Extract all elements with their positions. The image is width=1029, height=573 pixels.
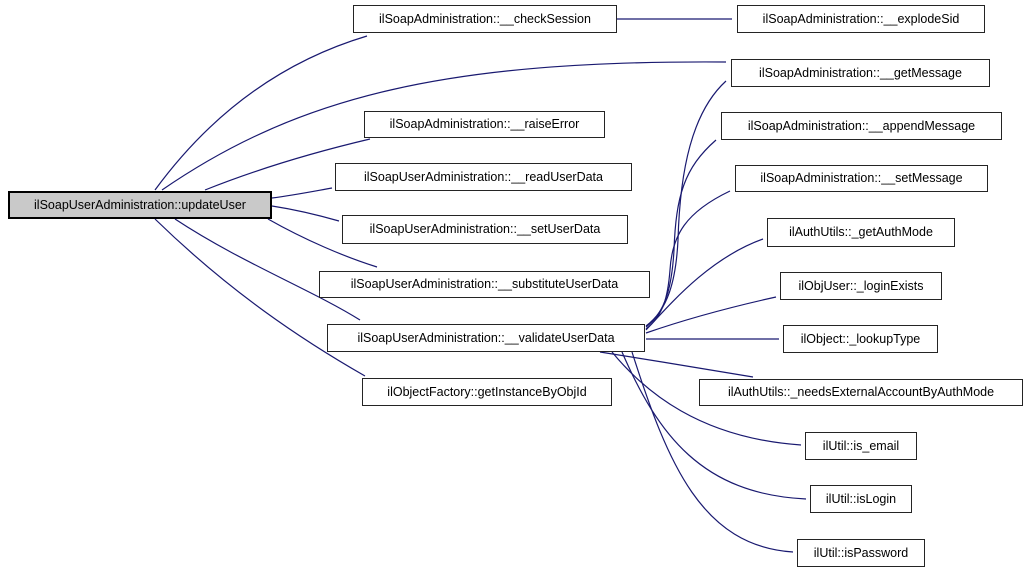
- node-label: ilSoapUserAdministration::updateUser: [34, 197, 246, 212]
- edge-validateUserData-getAuthMode: [645, 238, 764, 331]
- node-label: ilSoapUserAdministration::__setUserData: [369, 222, 601, 237]
- edge-validateUserData-needsExternalAccountByAuthMode: [599, 351, 754, 378]
- node-label: ilSoapAdministration::__appendMessage: [747, 118, 976, 133]
- node-label: ilObjUser::_loginExists: [798, 278, 924, 293]
- node-raiseError[interactable]: ilSoapAdministration::__raiseError: [364, 111, 605, 138]
- node-substituteUserData[interactable]: ilSoapUserAdministration::__substituteUs…: [319, 271, 650, 298]
- node-updateUser: ilSoapUserAdministration::updateUser: [8, 191, 272, 219]
- node-checkSession[interactable]: ilSoapAdministration::__checkSession: [353, 5, 617, 33]
- node-label: ilSoapAdministration::__checkSession: [379, 11, 591, 26]
- node-explodeSid[interactable]: ilSoapAdministration::__explodeSid: [737, 5, 985, 33]
- node-label: ilUtil::isLogin: [825, 491, 897, 506]
- node-label: ilSoapAdministration::__setMessage: [760, 171, 963, 186]
- node-label: ilSoapUserAdministration::__readUserData: [363, 169, 603, 184]
- node-label: ilObject::_lookupType: [800, 331, 921, 346]
- node-getMessage[interactable]: ilSoapAdministration::__getMessage: [731, 59, 990, 87]
- edge-updateUser-getMessage: [161, 61, 727, 191]
- node-loginExists[interactable]: ilObjUser::_loginExists: [780, 272, 942, 300]
- edge-validateUserData-appendMessage: [645, 139, 717, 328]
- node-label: ilAuthUtils::_getAuthMode: [789, 225, 933, 240]
- node-needsExternalAccountByAuthMode[interactable]: ilAuthUtils::_needsExternalAccountByAuth…: [699, 379, 1023, 406]
- node-label: ilSoapAdministration::__getMessage: [759, 65, 962, 80]
- node-isLogin[interactable]: ilUtil::isLogin: [810, 485, 912, 513]
- edge-updateUser-readUserData: [271, 187, 333, 199]
- node-getAuthMode[interactable]: ilAuthUtils::_getAuthMode: [767, 218, 955, 247]
- edge-validateUserData-setMessage: [645, 190, 731, 330]
- node-lookupType[interactable]: ilObject::_lookupType: [783, 325, 938, 353]
- edge-validateUserData-isLogin: [621, 351, 807, 500]
- node-label: ilUtil::is_email: [822, 438, 900, 453]
- node-label: ilSoapAdministration::__explodeSid: [762, 11, 960, 26]
- node-label: ilAuthUtils::_needsExternalAccountByAuth…: [727, 385, 995, 400]
- edge-validateUserData-isPassword: [631, 351, 794, 553]
- edge-validateUserData-loginExists: [645, 296, 777, 334]
- node-validateUserData[interactable]: ilSoapUserAdministration::__validateUser…: [327, 324, 645, 352]
- node-label: ilUtil::isPassword: [813, 545, 909, 560]
- node-label: ilSoapAdministration::__raiseError: [389, 117, 580, 132]
- node-isPassword[interactable]: ilUtil::isPassword: [797, 539, 925, 567]
- edge-updateUser-validateUserData: [174, 218, 361, 321]
- node-is_email[interactable]: ilUtil::is_email: [805, 432, 917, 460]
- node-label: ilSoapUserAdministration::__substituteUs…: [350, 277, 619, 292]
- edge-updateUser-checkSession: [154, 35, 368, 191]
- node-getInstanceByObjId[interactable]: ilObjectFactory::getInstanceByObjId: [362, 378, 612, 406]
- edge-updateUser-getInstanceByObjId: [154, 218, 366, 377]
- node-readUserData[interactable]: ilSoapUserAdministration::__readUserData: [335, 163, 632, 191]
- edge-updateUser-setUserData: [271, 205, 340, 222]
- node-label: ilSoapUserAdministration::__validateUser…: [357, 330, 615, 345]
- edge-updateUser-raiseError: [204, 138, 371, 191]
- node-setUserData[interactable]: ilSoapUserAdministration::__setUserData: [342, 215, 628, 244]
- node-appendMessage[interactable]: ilSoapAdministration::__appendMessage: [721, 112, 1002, 140]
- edge-validateUserData-is_email: [611, 351, 802, 446]
- edge-updateUser-substituteUserData: [267, 218, 378, 268]
- node-label: ilObjectFactory::getInstanceByObjId: [387, 384, 587, 399]
- node-setMessage[interactable]: ilSoapAdministration::__setMessage: [735, 165, 988, 192]
